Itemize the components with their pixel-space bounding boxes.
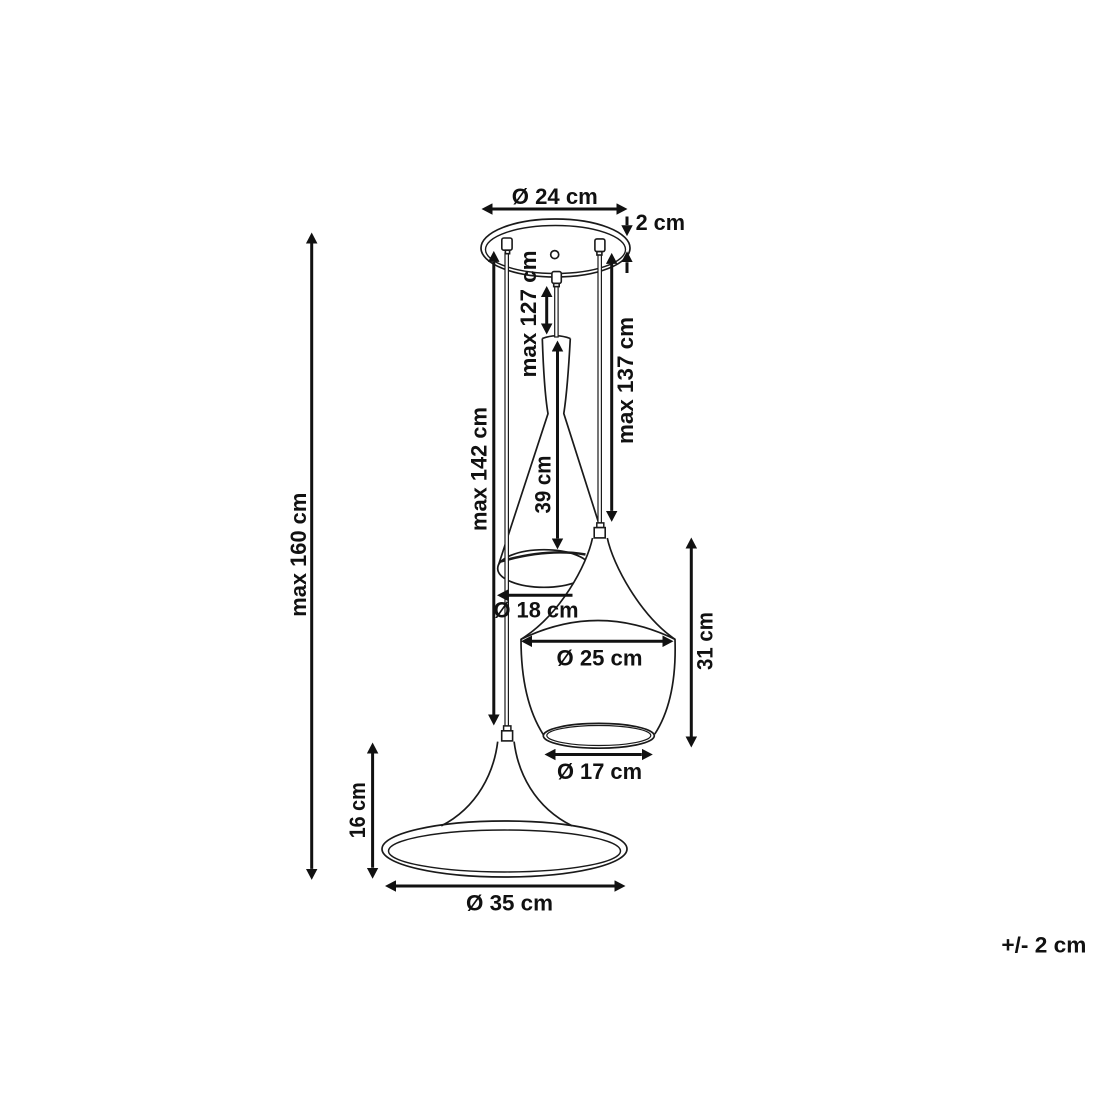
svg-text:2 cm: 2 cm <box>636 210 685 235</box>
svg-text:max 142 cm: max 142 cm <box>467 407 492 531</box>
svg-text:39 cm: 39 cm <box>531 456 556 514</box>
svg-text:+/- 2 cm: +/- 2 cm <box>1001 933 1086 958</box>
svg-text:16 cm: 16 cm <box>345 782 370 838</box>
svg-text:max 127 cm: max 127 cm <box>516 251 541 378</box>
svg-text:Ø 24 cm: Ø 24 cm <box>512 184 598 209</box>
svg-text:max 137 cm: max 137 cm <box>613 317 638 444</box>
svg-text:Ø 17 cm: Ø 17 cm <box>557 759 642 784</box>
svg-text:31 cm: 31 cm <box>693 612 718 670</box>
svg-text:Ø 35 cm: Ø 35 cm <box>466 891 553 916</box>
svg-text:Ø 25 cm: Ø 25 cm <box>557 646 643 671</box>
svg-text:max 160 cm: max 160 cm <box>286 493 311 617</box>
svg-text:Ø 18 cm: Ø 18 cm <box>494 598 579 623</box>
